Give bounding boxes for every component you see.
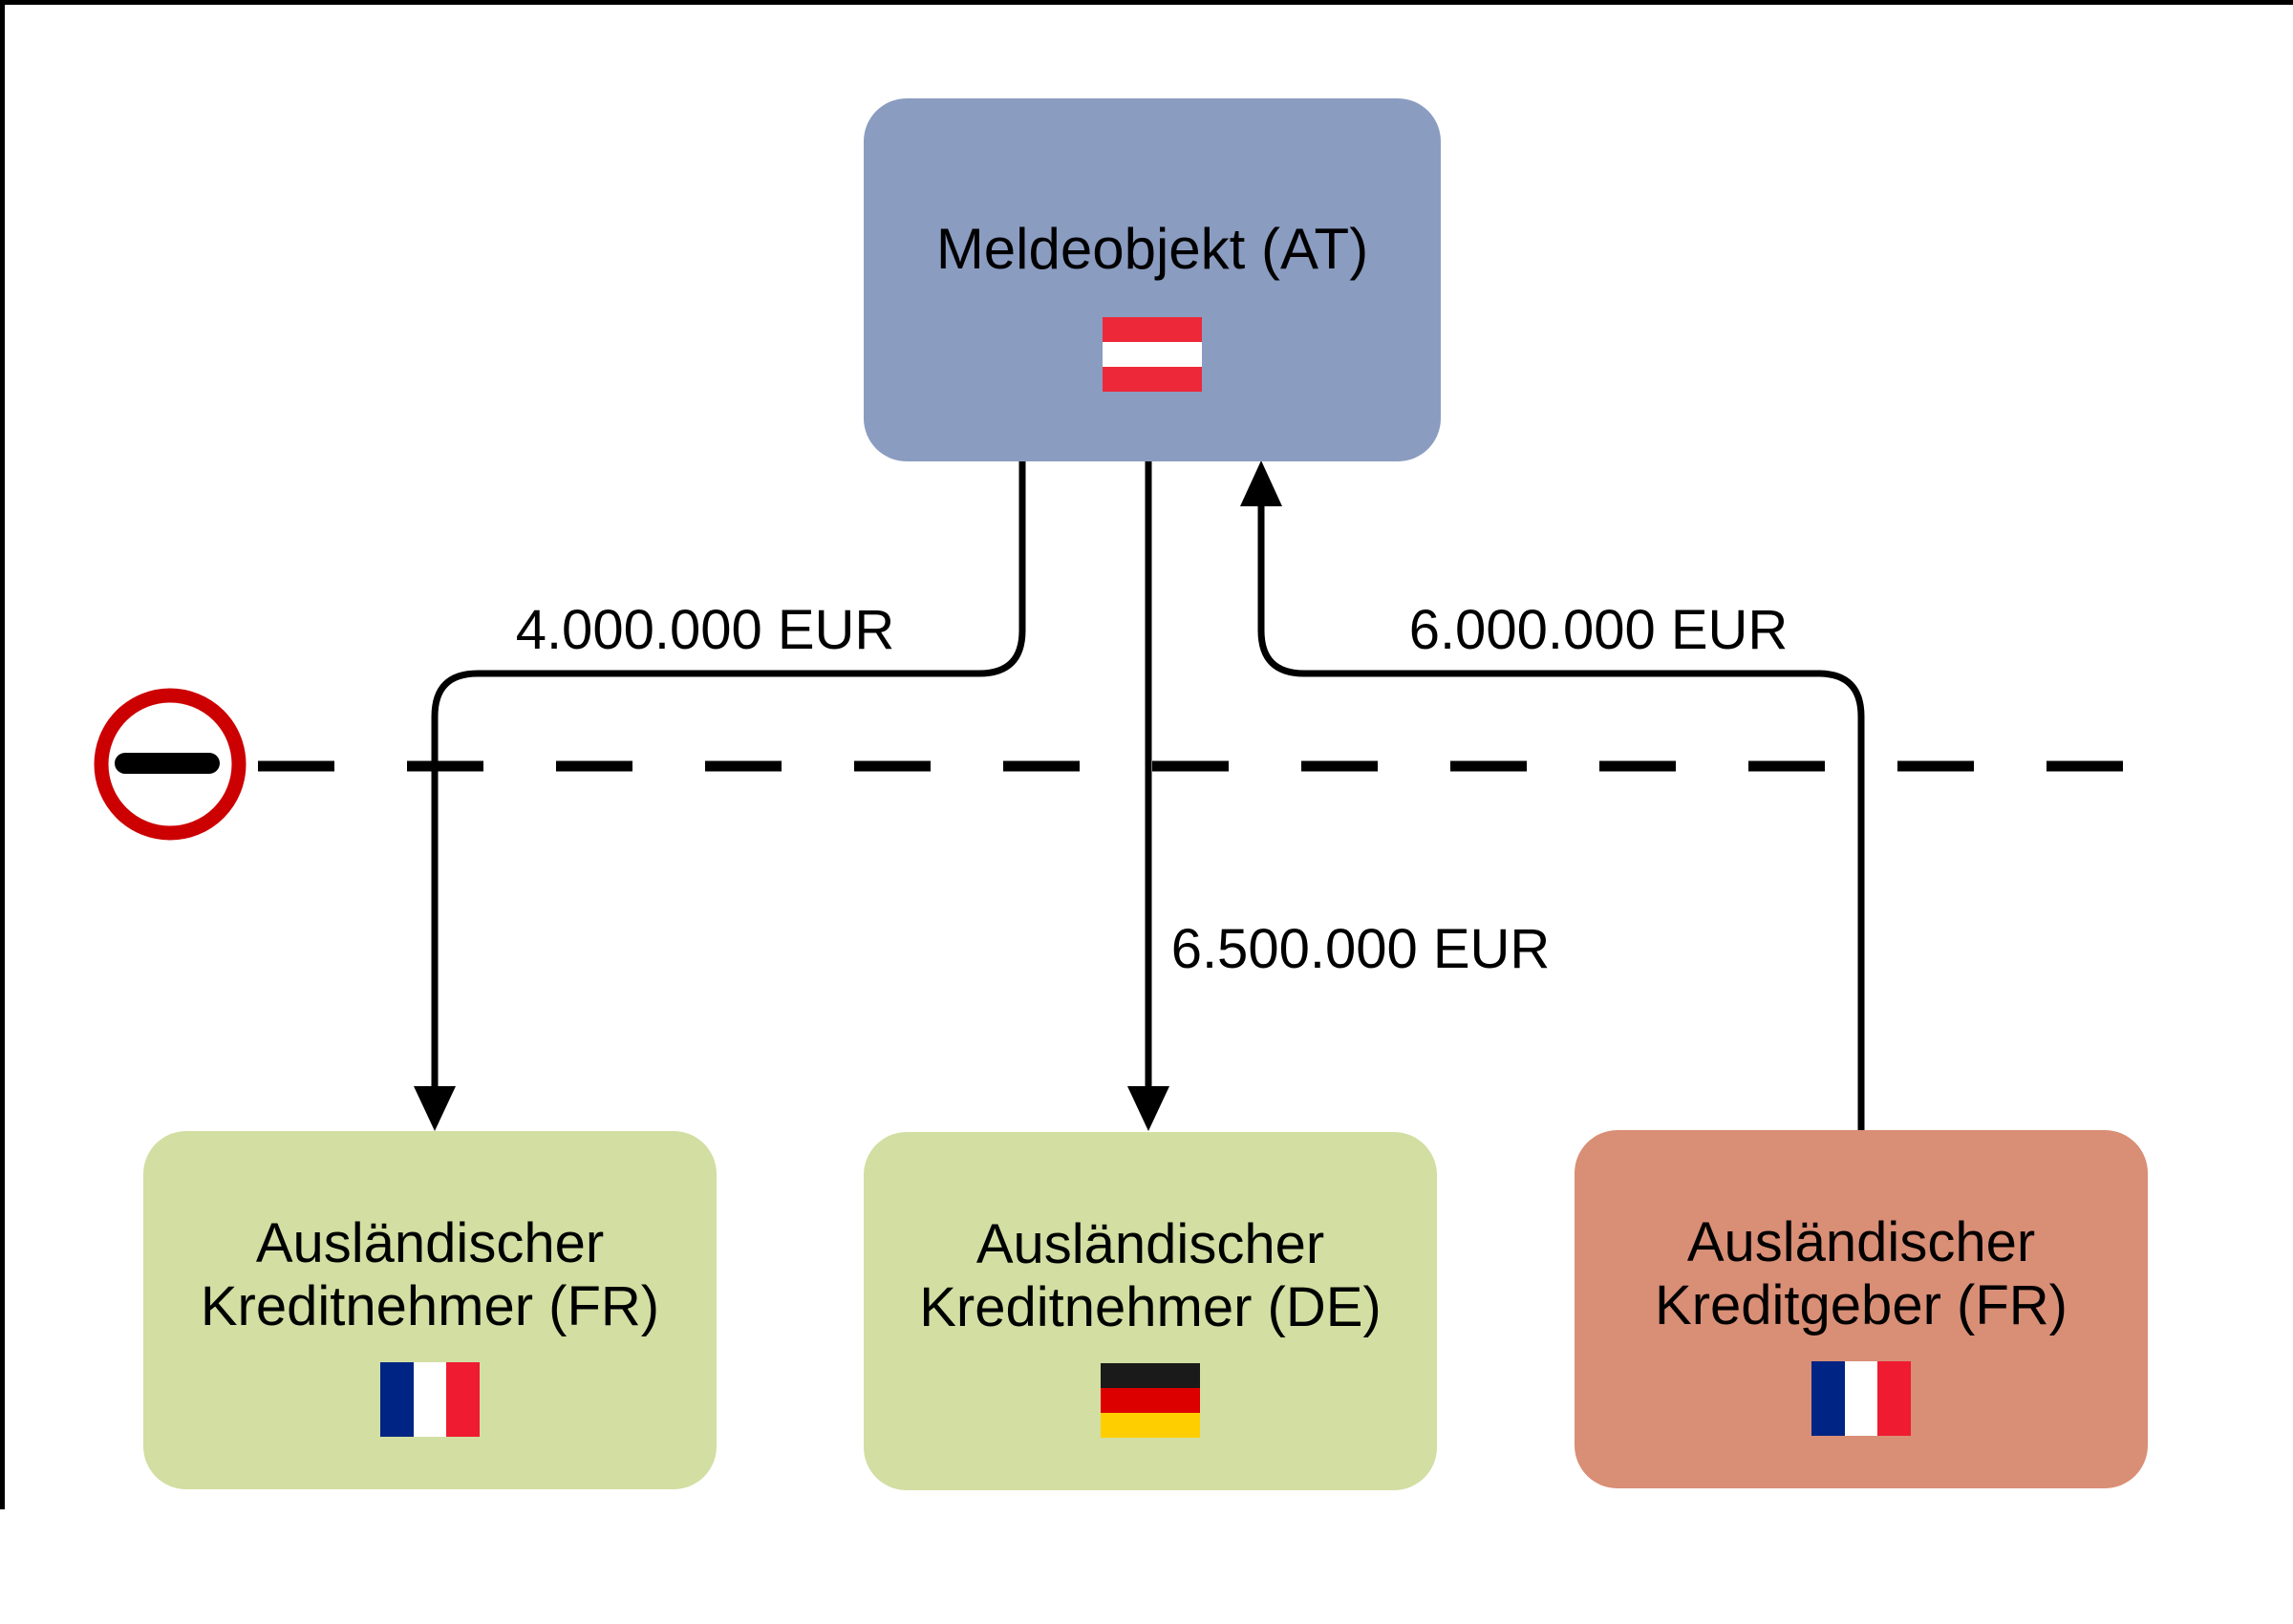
arrow-from-lender-fr: [1240, 460, 1865, 1130]
borrower-de-box: Ausländischer Kreditnehmer (DE): [864, 1132, 1437, 1490]
borrower-de-label-line1: Ausländischer: [975, 1213, 1325, 1275]
reporting-entity-label: Meldeobjekt (AT): [935, 217, 1369, 281]
lender-fr-label-line2: Kreditgeber (FR): [1655, 1274, 2068, 1336]
borrower-fr-label-line1: Ausländischer: [255, 1212, 605, 1274]
arrowhead-down-icon: [414, 1086, 456, 1131]
no-entry-icon: [94, 688, 246, 841]
lender-fr-label: Ausländischer Kreditgeber (FR): [1655, 1211, 2068, 1337]
borrower-fr-box: Ausländischer Kreditnehmer (FR): [143, 1131, 717, 1489]
flow-amount-lender-fr: 6.000.000 EUR: [1408, 599, 1789, 661]
reporting-entity-box: Meldeobjekt (AT): [864, 98, 1441, 461]
borrower-de-label-line2: Kreditnehmer (DE): [919, 1276, 1382, 1338]
arrowhead-down-icon: [1127, 1086, 1169, 1131]
france-flag-icon: [1811, 1361, 1912, 1436]
germany-flag-icon: [1101, 1363, 1200, 1438]
flow-amount-borrower-de: 6.500.000 EUR: [1170, 918, 1551, 980]
flow-amount-borrower-fr: 4.000.000 EUR: [515, 599, 895, 661]
arrowhead-up-icon: [1240, 460, 1282, 506]
austria-flag-icon: [1103, 317, 1202, 392]
arrow-to-borrower-fr: [414, 461, 1026, 1131]
borrower-fr-label: Ausländischer Kreditnehmer (FR): [201, 1212, 659, 1338]
lender-fr-label-line1: Ausländischer: [1686, 1211, 2036, 1273]
france-flag-icon: [380, 1362, 481, 1437]
borrower-fr-label-line2: Kreditnehmer (FR): [200, 1275, 660, 1337]
lender-fr-box: Ausländischer Kreditgeber (FR): [1575, 1130, 2148, 1488]
arrow-to-borrower-de: [1127, 461, 1169, 1131]
borrower-de-label: Ausländischer Kreditnehmer (DE): [919, 1213, 1381, 1339]
